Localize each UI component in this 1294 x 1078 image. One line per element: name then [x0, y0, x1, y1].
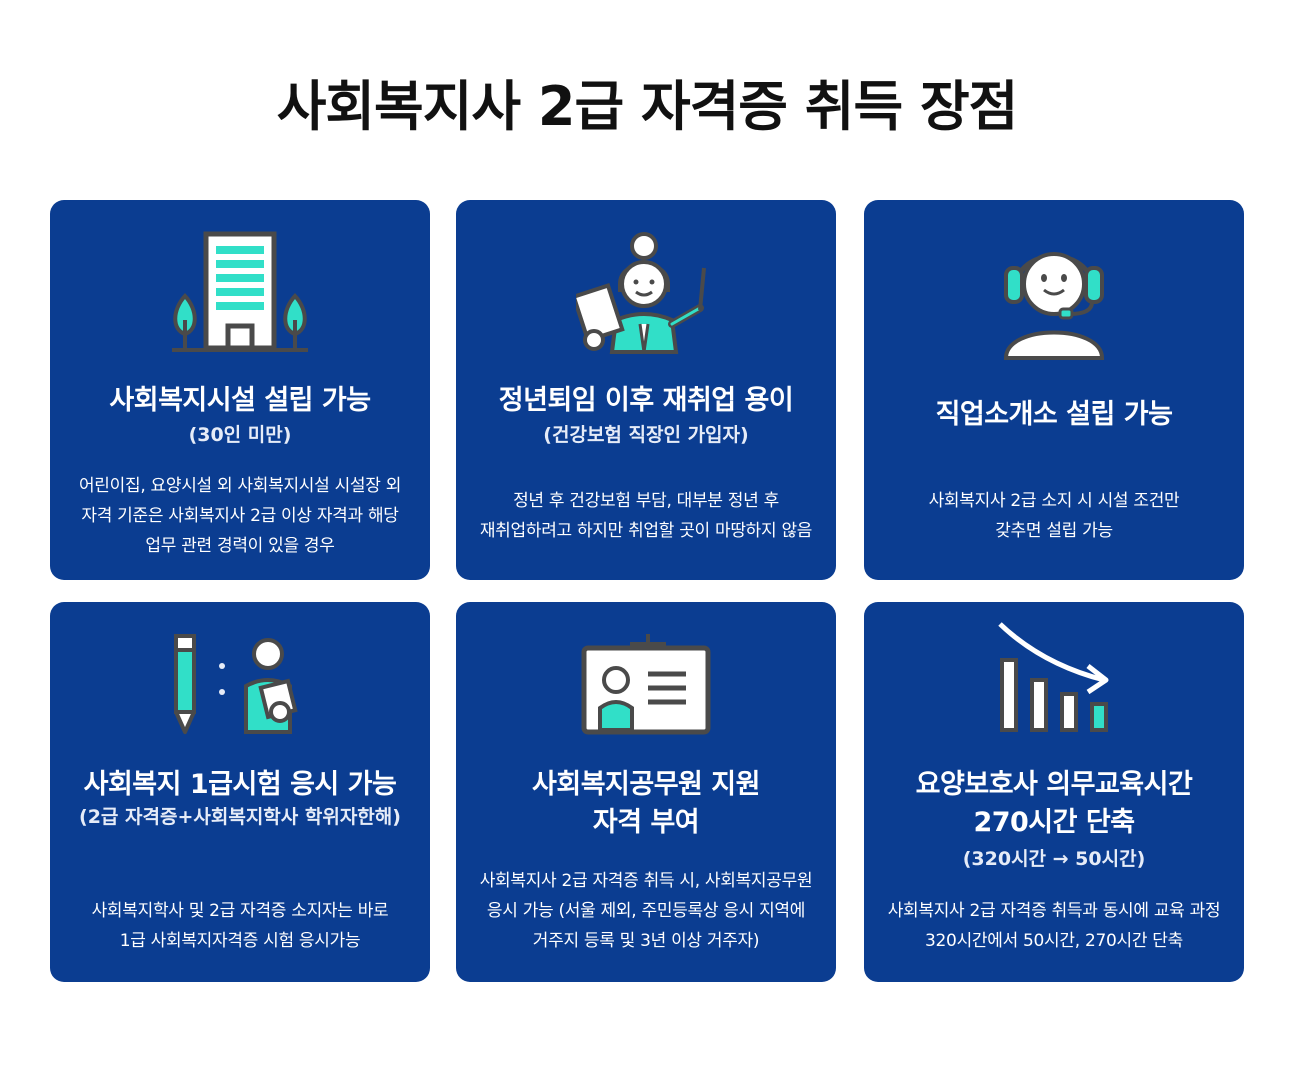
card-description: 사회복지학사 및 2급 자격증 소지자는 바로 1급 사회복지자격증 시험 응시…	[91, 901, 389, 951]
card-description: 사회복지사 2급 자격증 취득과 동시에 교육 과정 320시간에서 50시간,…	[887, 901, 1221, 951]
headset-agent-icon	[1003, 252, 1105, 360]
card-description: 어린이집, 요양시설 외 사회복지시설 시설장 외 자격 기준은 사회복지사 2…	[78, 476, 402, 556]
elderly-presenter-icon	[576, 232, 706, 354]
benefit-card-caregiver-hours: 요양보호사 의무교육시간 270시간 단축 (320시간 → 50시간) 사회복…	[864, 602, 1244, 982]
id-card-icon	[581, 634, 711, 735]
pencil-and-person-icon	[174, 634, 298, 734]
benefit-card-level1-exam: 사회복지 1급시험 응시 가능 (2급 자격증+사회복지학사 학위자한해) 사회…	[50, 602, 430, 982]
benefit-card-civil-service: 사회복지공무원 지원 자격 부여 사회복지사 2급 자격증 취득 시, 사회복지…	[456, 602, 836, 982]
card-title: 사회복지시설 설립 가능	[109, 385, 371, 416]
card-title: 직업소개소 설립 가능	[935, 399, 1173, 430]
benefit-card-facility: 사회복지시설 설립 가능 (30인 미만) 어린이집, 요양시설 외 사회복지시…	[50, 200, 430, 580]
card-subtitle: (2급 자격증+사회복지학사 학위자한해)	[79, 806, 401, 828]
page-title: 사회복지사 2급 자격증 취득 장점	[276, 75, 1019, 138]
card-subtitle: (건강보험 직장인 가입자)	[543, 424, 749, 446]
card-title: 사회복지공무원 지원 자격 부여	[532, 769, 760, 838]
card-subtitle: (320시간 → 50시간)	[962, 848, 1146, 870]
card-description: 사회복지사 2급 자격증 취득 시, 사회복지공무원 응시 가능 (서울 제외,…	[479, 871, 813, 951]
benefit-card-job-agency: 직업소개소 설립 가능 사회복지사 2급 소지 시 시설 조건만 갖추면 설립 …	[864, 200, 1244, 580]
building-with-trees-icon	[172, 231, 308, 352]
card-description: 정년 후 건강보험 부담, 대부분 정년 후 재취업하려고 하지만 취업할 곳이…	[479, 491, 813, 541]
benefit-card-reemployment: 정년퇴임 이후 재취업 용이 (건강보험 직장인 가입자) 정년 후 건강보험 …	[456, 200, 836, 580]
card-title: 요양보호사 의무교육시간 270시간 단축	[915, 769, 1193, 838]
card-subtitle: (30인 미만)	[188, 424, 292, 446]
card-title: 사회복지 1급시험 응시 가능	[83, 769, 397, 800]
card-title: 정년퇴임 이후 재취업 용이	[498, 385, 794, 416]
card-description: 사회복지사 2급 소지 시 시설 조건만 갖추면 설립 가능	[928, 491, 1180, 541]
decreasing-bar-chart-icon	[998, 622, 1109, 732]
